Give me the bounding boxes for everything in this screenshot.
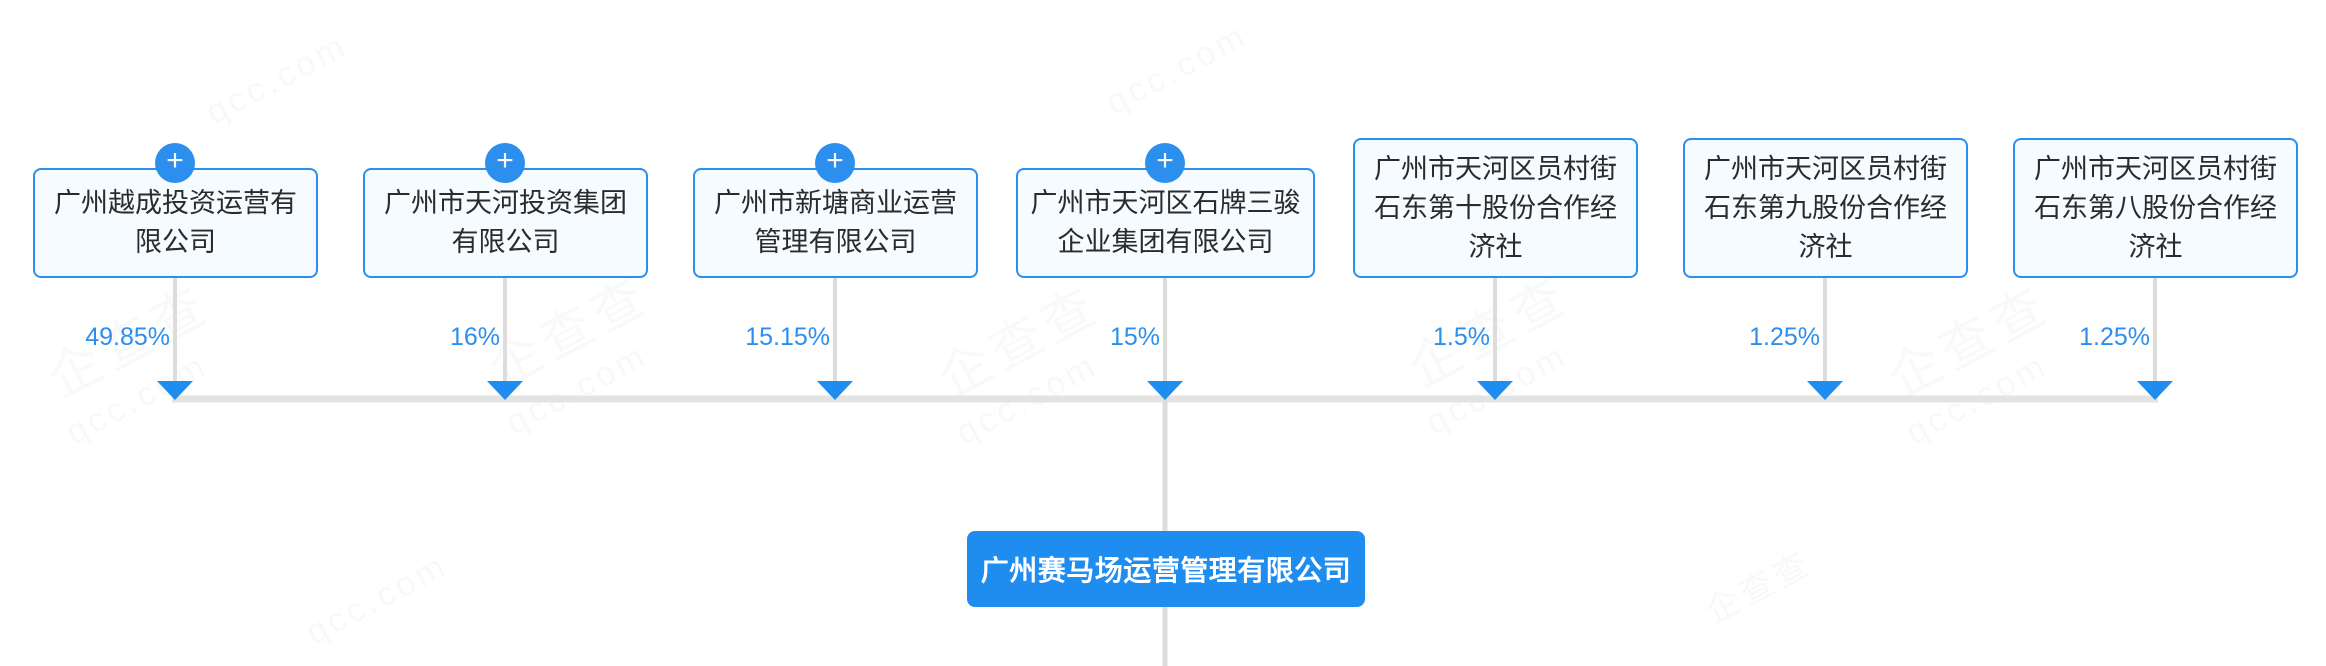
- plus-glyph: +: [166, 144, 184, 177]
- ownership-percent: 1.25%: [1749, 323, 1820, 351]
- shareholder-name: 广州越成投资运营有限公司: [54, 188, 297, 257]
- ownership-percent: 15%: [1109, 323, 1160, 351]
- arrowhead-icon: [1477, 381, 1513, 400]
- shareholder-name: 广州市天河区员村街石东第十股份合作经济社: [1374, 153, 1617, 262]
- arrowhead-icon: [157, 381, 193, 400]
- shareholder-name: 广州市天河区员村街石东第八股份合作经济社: [2034, 153, 2277, 262]
- shareholder-node[interactable]: 广州市新塘商业运营管理有限公司: [693, 168, 978, 278]
- expand-plus-icon[interactable]: +: [485, 143, 525, 183]
- arrowhead-icon: [1807, 381, 1843, 400]
- expand-plus-icon[interactable]: +: [155, 143, 195, 183]
- expand-plus-icon[interactable]: +: [1145, 143, 1185, 183]
- shareholder-node[interactable]: 广州越成投资运营有限公司: [33, 168, 318, 278]
- shareholder-name: 广州市天河区员村街石东第九股份合作经济社: [1704, 153, 1947, 262]
- ownership-percent: 16%: [449, 323, 500, 351]
- shareholder-name: 广州市天河投资集团有限公司: [384, 188, 627, 257]
- arrowhead-icon: [817, 381, 853, 400]
- plus-glyph: +: [496, 144, 514, 177]
- arrowhead-icon: [2137, 381, 2173, 400]
- expand-plus-icon[interactable]: +: [815, 143, 855, 183]
- ownership-percent: 1.5%: [1433, 323, 1490, 351]
- shareholder-node[interactable]: 广州市天河区员村街石东第九股份合作经济社: [1683, 138, 1968, 278]
- shareholder-node[interactable]: 广州市天河区石牌三骏企业集团有限公司: [1016, 168, 1315, 278]
- root-company-node[interactable]: 广州赛马场运营管理有限公司: [967, 531, 1365, 607]
- ownership-percent: 49.85%: [85, 323, 170, 351]
- arrowhead-icon: [1147, 381, 1183, 400]
- plus-glyph: +: [1156, 144, 1174, 177]
- root-company-name: 广州赛马场运营管理有限公司: [980, 555, 1352, 586]
- ownership-percent: 15.15%: [745, 323, 830, 351]
- shareholder-name: 广州市新塘商业运营管理有限公司: [714, 188, 957, 257]
- ownership-percent: 1.25%: [2079, 323, 2150, 351]
- shareholder-name: 广州市天河区石牌三骏企业集团有限公司: [1030, 188, 1301, 257]
- arrowhead-icon: [487, 381, 523, 400]
- shareholder-node[interactable]: 广州市天河区员村街石东第十股份合作经济社: [1353, 138, 1638, 278]
- shareholder-node[interactable]: 广州市天河区员村街石东第八股份合作经济社: [2013, 138, 2298, 278]
- shareholder-node[interactable]: 广州市天河投资集团有限公司: [363, 168, 648, 278]
- arrowhead-group: [157, 381, 2173, 400]
- plus-glyph: +: [826, 144, 844, 177]
